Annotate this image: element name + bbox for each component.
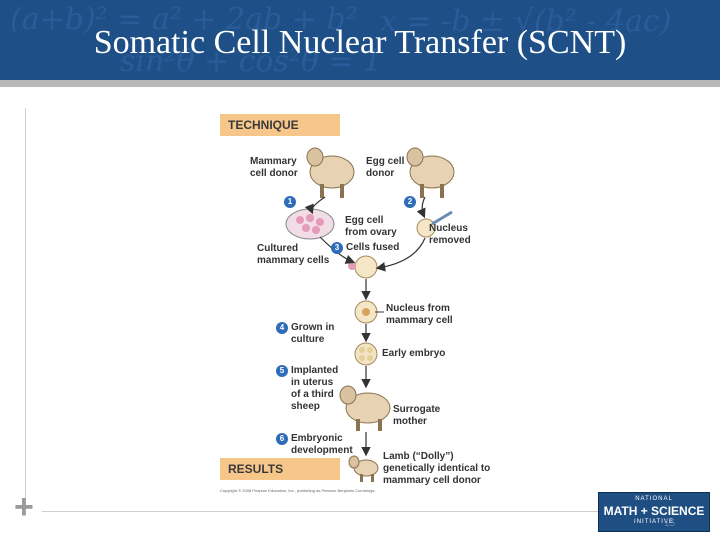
- grown-in-culture-label: Grown in culture: [291, 322, 334, 346]
- arrow-1: [304, 196, 326, 215]
- nucleus-from-mammary-label: Nucleus from mammary cell: [386, 303, 453, 327]
- surrogate-mother-line1: Surrogate: [393, 404, 441, 415]
- slide-title: Somatic Cell Nuclear Transfer (SCNT): [93, 24, 627, 61]
- lamb-dolly-line2: genetically identical to: [383, 463, 491, 474]
- cells-fused-label: Cells fused: [346, 242, 400, 253]
- surrogate-mother-label: Surrogate mother: [393, 404, 440, 428]
- slide-header: (a+b)² = a² + 2ab + b² x = -b ± √(b² - 4…: [0, 0, 720, 80]
- surrogate-sheep-icon: [339, 385, 391, 431]
- nucleus-from-mammary-line1: Nucleus from: [386, 303, 450, 314]
- step-5-badge: 5: [276, 365, 288, 377]
- pipette-icon: [431, 210, 453, 226]
- bottom-divider: [42, 511, 600, 512]
- nucleus-removed-label: Nucleus removed: [429, 223, 471, 247]
- grown-in-culture-line1: Grown in: [291, 322, 335, 333]
- petri-dish-icon: [285, 208, 335, 240]
- mammary-donor-line1: Mammary: [250, 156, 297, 167]
- header-rule: [0, 80, 720, 87]
- scnt-diagram-graphics: [285, 147, 455, 482]
- lamb-dolly-label: Lamb (“Dolly”) genetically identical to …: [383, 451, 490, 487]
- cultured-mammary-line2: mammary cells: [257, 255, 330, 266]
- header-formula-1: (a+b)² = a² + 2ab + b²: [10, 2, 358, 37]
- egg-from-ovary-label: Egg cell from ovary: [345, 215, 397, 239]
- implanted-line4: sheep: [291, 401, 320, 412]
- egg-donor-line2: donor: [366, 168, 395, 179]
- step-6-badge: 6: [276, 433, 288, 445]
- nucleus-removed-line1: Nucleus: [429, 223, 468, 234]
- embryonic-development-line2: development: [291, 445, 353, 456]
- cultured-mammary-label: Cultured mammary cells: [257, 243, 329, 267]
- arrow-2: [416, 196, 426, 219]
- technique-label: TECHNIQUE: [228, 118, 299, 132]
- results-band: RESULTS: [220, 458, 340, 480]
- cultured-mammary-line1: Cultured: [257, 243, 299, 254]
- scnt-figure: TECHNIQUE Mammary cell donor Egg cell do…: [220, 112, 520, 497]
- mammary-cell-icon: [348, 262, 356, 270]
- mammary-donor-line2: cell donor: [250, 168, 298, 179]
- step-3-badge: 3: [331, 242, 343, 254]
- step-1-badge: 1: [284, 196, 296, 208]
- egg-donor-line1: Egg cell: [366, 156, 405, 167]
- plus-icon: +: [14, 488, 34, 526]
- logo-line1: NATIONAL: [635, 496, 673, 502]
- left-divider: [25, 108, 26, 508]
- arrow-4: [375, 237, 426, 272]
- implanted-label: Implanted in uterus of a third sheep: [291, 365, 338, 413]
- fused-cell-icon: [354, 255, 378, 279]
- egg-donor-label: Egg cell donor: [366, 156, 404, 180]
- header-formula-2: x = -b ± √(b² - 4ac): [380, 4, 672, 39]
- implanted-line1: Implanted: [291, 365, 339, 376]
- lamb-dolly-icon: [348, 455, 379, 482]
- logo-line3: INITIATIVE: [634, 519, 674, 525]
- nucleus-removed-line2: removed: [429, 235, 471, 246]
- implanted-line2: in uterus: [291, 377, 334, 388]
- header-formula-3: sin²θ + cos²θ = 1: [120, 44, 383, 79]
- egg-cell-icon: [416, 218, 436, 238]
- embryonic-development-label: Embryonic development: [291, 433, 353, 457]
- surrogate-mother-line2: mother: [393, 416, 427, 427]
- lamb-dolly-line1: Lamb (“Dolly”): [383, 451, 454, 462]
- early-embryo-label: Early embryo: [382, 348, 446, 359]
- early-embryo-icon: [354, 342, 378, 366]
- egg-from-ovary-line1: Egg cell: [345, 215, 384, 226]
- technique-band: TECHNIQUE: [220, 114, 340, 136]
- egg-donor-sheep-icon: [406, 147, 455, 198]
- embryonic-development-line1: Embryonic: [291, 433, 343, 444]
- step-4-badge: 4: [276, 322, 288, 334]
- copyright-text: Copyright © 2008 Pearson Education, Inc.…: [220, 488, 376, 493]
- logo-line2: MATH + SCIENCE: [603, 504, 705, 518]
- nucleus-from-mammary-line2: mammary cell: [386, 315, 453, 326]
- egg-from-ovary-line2: from ovary: [345, 227, 397, 238]
- mammary-donor-label: Mammary cell donor: [250, 156, 298, 180]
- results-label: RESULTS: [228, 462, 284, 476]
- implanted-line3: of a third: [291, 389, 334, 400]
- nmsi-logo: NATIONAL MATH + SCIENCE INITIATIVE: [598, 492, 710, 532]
- grown-in-culture-line2: culture: [291, 334, 325, 345]
- page-number: 15: [664, 518, 676, 529]
- mammary-donor-sheep-icon: [306, 147, 355, 198]
- lamb-dolly-line3: mammary cell donor: [383, 475, 481, 486]
- step-2-badge: 2: [404, 196, 416, 208]
